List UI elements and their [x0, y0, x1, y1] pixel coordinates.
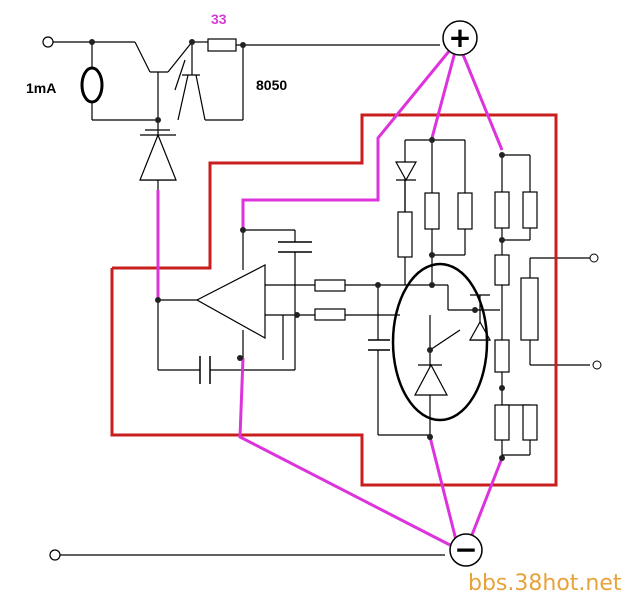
resistor-ladder-2 [522, 191, 538, 229]
output-terminal-top [589, 253, 599, 263]
negative-symbol: − [454, 533, 477, 566]
op-amp [195, 264, 266, 340]
resistor-output [520, 277, 539, 341]
diode-small [468, 320, 492, 341]
resistor-ladder-4 [494, 339, 510, 373]
positive-symbol: + [448, 21, 471, 54]
resistor-bias-c [397, 211, 413, 258]
resistor-bias-a [424, 192, 440, 230]
resistor-value-label: 33 [211, 11, 227, 27]
resistor-ladder-3 [494, 254, 510, 286]
input-terminal-top [42, 36, 54, 48]
transistor-pair-outline [391, 262, 489, 422]
resistor-input-a [314, 279, 346, 292]
resistor-ladder-6 [522, 404, 538, 441]
positive-terminal [442, 20, 478, 56]
transistor-label: 8050 [256, 77, 287, 93]
watermark: bbs.38hot.net [468, 571, 622, 595]
input-terminal-bottom [49, 549, 61, 561]
junction-nodes [89, 39, 505, 461]
current-source [80, 66, 104, 104]
zener-lower [414, 363, 448, 396]
diode-top [394, 161, 418, 182]
resistor-ladder-1 [494, 191, 510, 229]
components [80, 38, 539, 441]
resistor-ladder-5 [494, 404, 510, 441]
resistor-bias-b [457, 192, 473, 230]
highlight-paths [156, 49, 504, 547]
resistor-input-b [314, 308, 346, 321]
resistor-33 [207, 38, 237, 52]
output-terminal-bottom [592, 360, 602, 370]
current-label: 1mA [26, 80, 56, 96]
zener-diode [139, 133, 177, 181]
protection-boundary [110, 113, 558, 487]
negative-terminal [449, 533, 483, 567]
